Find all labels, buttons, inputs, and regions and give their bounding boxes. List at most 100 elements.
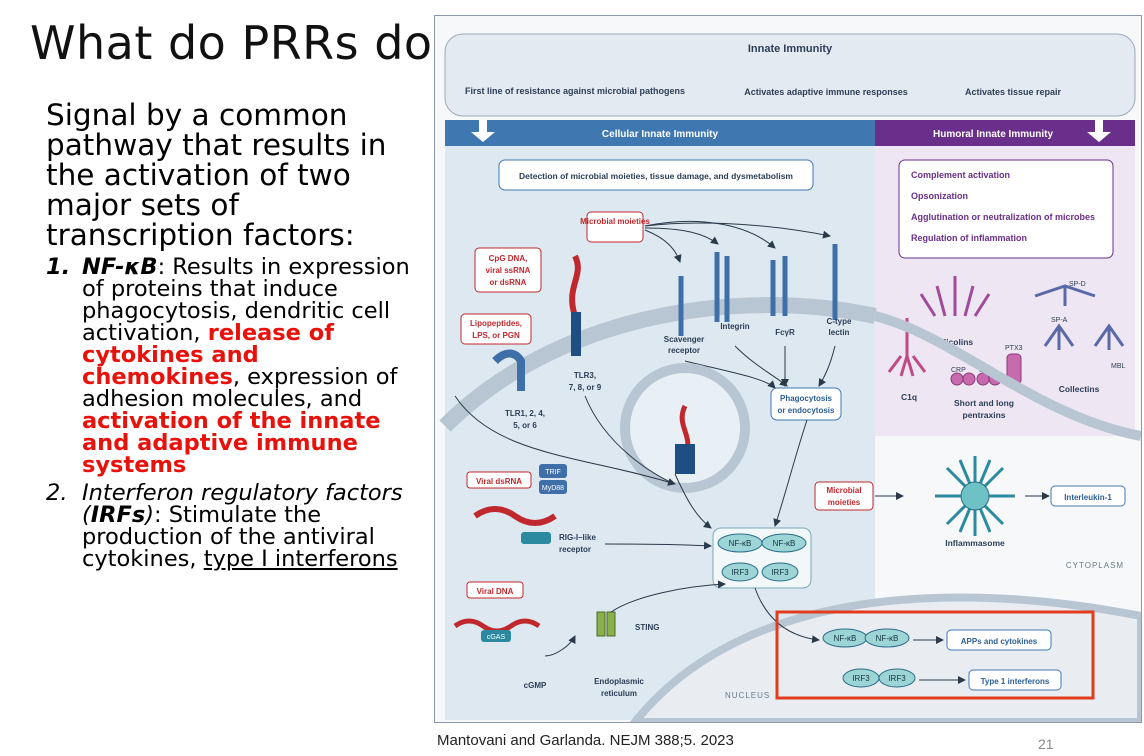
endosome-tlr [675,444,695,474]
tlr3-1: TLR3, [574,371,596,380]
highlight-box [775,610,1095,700]
tlr3-2: 7, 8, or 9 [569,383,602,392]
cpg-1: CpG DNA, [489,254,528,263]
dsrna-helix [473,506,557,526]
trif-chip [539,464,567,478]
humoral-item-4: Regulation of inflammation [911,233,1027,243]
irf3-label-4: IRF3 [888,674,906,683]
c1q-shape [887,318,927,377]
innate-immunity-figure: Innate Immunity First line of resistance… [434,15,1142,723]
cpg-box [474,247,542,293]
irf-term-a: Interferon regulatory factors ( [82,480,403,528]
inflammasome-core [960,481,990,511]
cgmp-label: cGMP [524,681,547,690]
cpg-3: or dsRNA [490,278,527,287]
irf3-label-2: IRF3 [771,568,789,577]
page-number: 21 [1038,736,1054,752]
header-title: Innate Immunity [748,43,833,55]
micro2-2: moieties [828,498,861,507]
list-item-nfkb: 1.NF-κB: Results in expression of protei… [46,254,416,478]
spd-label: SP-D [1069,281,1086,288]
ctype-1: C-type [827,317,852,326]
slide-body: Signal by a common pathway that results … [46,100,416,570]
crp-label: CRP [951,367,966,374]
myd88-chip [539,480,567,494]
microbial-moieties-1: Microbial moieties [580,217,650,226]
nfkb-label-2: NF-κB [773,539,796,548]
ctype-2: lectin [829,328,850,337]
rig-shape [521,532,551,544]
irf-text-a: : Stimulate the production of the antivi… [82,502,375,572]
collectins-label: Collectins [1059,384,1100,394]
humoral-item-3: Agglutination or neutralization of micro… [911,212,1095,222]
top-line-2: Activates adaptive immune responses [744,87,908,97]
er-2: reticulum [601,689,637,698]
viral-dna-box [466,581,524,599]
phago-box [770,387,842,421]
c1q-label: C1q [901,392,917,402]
phago-1: Phagocytosis [780,394,833,403]
lps-1: Lipopeptides, [470,319,522,328]
viral-dsrna-box [466,471,532,489]
cellular-bar [445,120,875,146]
type1-ifn-box [968,669,1062,691]
list-number: 2. [46,480,68,506]
cytoplasm-label: CYTOPLASM [1066,561,1124,570]
er-1: Endoplasmic [594,677,644,686]
rig-1: RIG-I–like [559,533,596,542]
lead-text: Signal by a common pathway that results … [46,98,387,252]
rig-2: receptor [559,545,591,554]
irf-term-b: IRFs [90,502,146,528]
irf3-label-3: IRF3 [852,674,870,683]
top-line-3: Activates tissue repair [965,87,1062,97]
cpg-2: viral ssRNA [486,266,531,275]
membrane-receptors [678,244,838,336]
irf3-oval-2 [761,562,799,582]
tlr1-1: TLR1, 2, 4, [505,409,545,418]
ficolins-label: Ficolins [941,337,973,347]
nfkb-label-3: NF-κB [834,634,857,643]
nfkb-label-4: NF-κB [876,634,899,643]
transcription-factor-list: 1.NF-κB: Results in expression of protei… [46,254,416,572]
down-arrow-icon [471,120,495,142]
il1-box [1050,485,1126,507]
irf-term-c: ) [145,502,155,528]
lps-2: LPS, or PGN [472,331,520,340]
irf3-oval-1 [721,562,759,582]
detection-box [498,159,814,191]
down-arrow-icon [1087,120,1111,142]
nfkb-highlight-b: activation of the innate and adaptive im… [82,408,381,478]
humoral-list-box [898,159,1114,259]
list-item-irfs: 2. Interferon regulatory factors (IRFs): … [46,480,416,572]
nfkb-label-1: NF-κB [729,539,752,548]
apps-box [946,629,1052,651]
myd88-label: MyD88 [542,485,564,492]
figure-caption: Mantovani and Garlanda. NEJM 388;5. 2023 [437,732,734,749]
humoral-item-2: Opsonization [911,191,968,201]
nfkb-oval-2 [761,533,807,553]
micro2-1: Microbial [826,486,861,495]
short-long-label-2: pentraxins [963,410,1006,420]
nfkb-text-b: , expression of adhesion molecules, and [82,364,398,412]
scavenger-2: receptor [668,346,700,355]
collectin-shapes [1034,284,1125,350]
nfkb-term: NF-κB [82,254,158,280]
top-line-1: First line of resistance against microbi… [465,86,685,96]
type1-ifn-label: Type 1 interferons [981,677,1050,686]
integrin-label: Integrin [720,322,749,331]
short-long-label-1: Short and long [954,398,1014,408]
header-panel [444,33,1136,117]
tlr-receptor-shapes [492,254,581,391]
trif-label: TRIF [545,469,561,476]
lps-box [460,313,532,345]
list-number: 1. [46,254,71,280]
cgas-chip [481,630,511,642]
sting-label: STING [635,623,659,632]
cell-membrane-right [873,311,1141,441]
inflammasome-label: Inflammasome [945,538,1005,548]
slide-title: What do PRRs do? [30,16,458,70]
il1-label: Interleukin-1 [1064,493,1112,502]
viral-dna-label: Viral DNA [477,587,514,596]
humoral-item-1: Complement activation [911,170,1010,180]
cell-membrane [439,297,877,432]
